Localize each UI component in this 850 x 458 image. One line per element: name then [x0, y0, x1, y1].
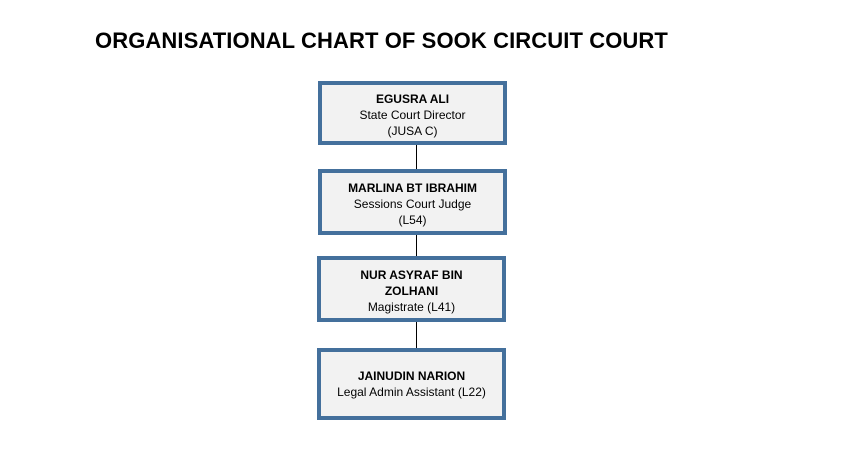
node-position: Magistrate (L41)	[367, 300, 456, 314]
node-grade: (JUSA C)	[387, 124, 438, 138]
node-name: EGUSRA ALI	[375, 92, 450, 106]
node-position: State Court Director	[359, 108, 466, 122]
connector-line	[416, 145, 417, 169]
node-name: MARLINA BT IBRAHIM	[348, 181, 477, 195]
node-position: Legal Admin Assistant (L22)	[337, 385, 486, 399]
org-node-state-court-director: EGUSRA ALI State Court Director (JUSA C)	[318, 81, 507, 145]
connector-line	[416, 322, 417, 348]
node-position: Sessions Court Judge	[353, 197, 472, 211]
connector-line	[416, 235, 417, 256]
node-grade: (L54)	[398, 213, 427, 227]
node-name-line-1: NUR ASYRAF BIN	[360, 268, 463, 282]
org-node-magistrate: NUR ASYRAF BIN ZOLHANI Magistrate (L41)	[317, 256, 506, 322]
node-name-line-2: ZOLHANI	[384, 284, 439, 298]
page-title: ORGANISATIONAL CHART OF SOOK CIRCUIT COU…	[95, 28, 668, 53]
org-node-sessions-court-judge: MARLINA BT IBRAHIM Sessions Court Judge …	[318, 169, 507, 235]
org-node-legal-admin-assistant: JAINUDIN NARION Legal Admin Assistant (L…	[317, 348, 506, 420]
node-name: JAINUDIN NARION	[357, 369, 466, 383]
